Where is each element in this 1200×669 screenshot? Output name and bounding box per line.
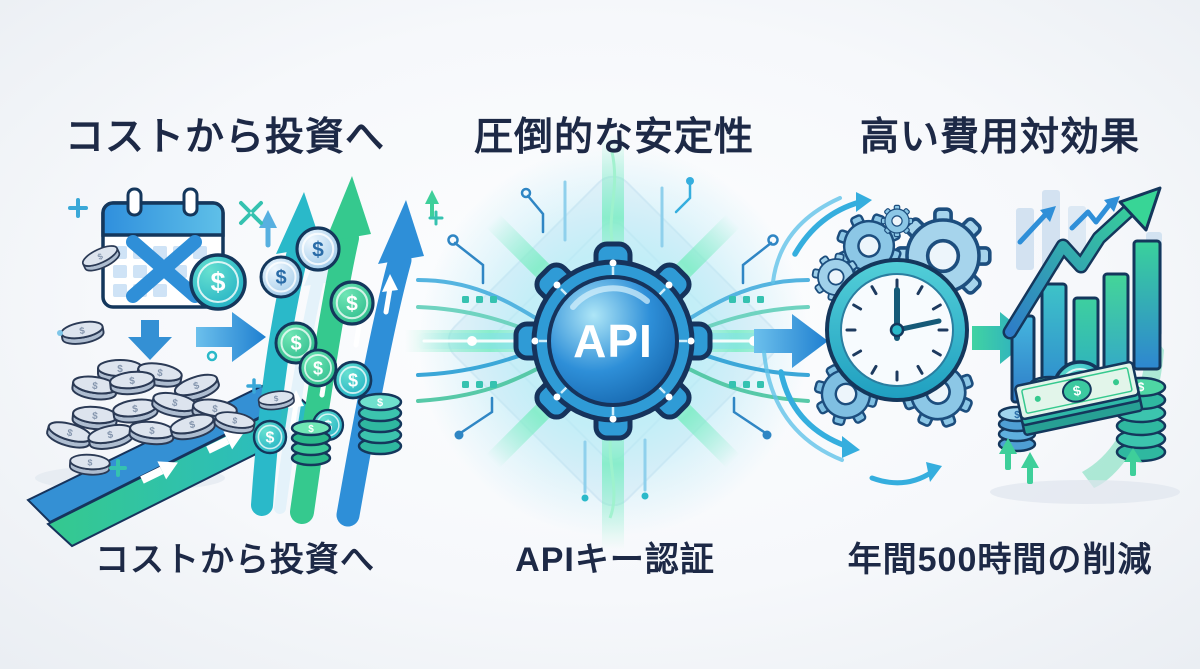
down-arrow-icon [128,320,172,360]
shadow [990,480,1180,504]
flow-arrow-icon [972,312,1032,364]
coin-dollar-label: $ [377,397,383,409]
coin-dollar-label: $ [1138,380,1145,394]
banknote-dollar-label: $ [1071,382,1082,399]
clock-icon [825,258,969,402]
up-arrow-icon [999,438,1142,484]
plus-sparkle-icon [57,198,444,477]
circuit-lines-icon [413,177,813,502]
caption-cost-to-investment: コストから投資へ [95,541,375,579]
dollar-coin-icon: $ [189,253,247,311]
left-scene: $ $ $ $ [26,176,444,548]
caption-api-key-auth: APIキー認証 [515,541,715,579]
api-label: API [573,315,653,367]
flow-arrow-icon [754,314,828,368]
trend-arrow-icon [1002,186,1162,340]
heading-cost-to-investment: コストから投資へ [64,116,385,159]
right-scene: $ $ $ [762,186,1180,504]
flow-arrow-icon [196,312,266,362]
coin-dollar-label: $ [1014,410,1020,421]
heading-cost-effectiveness: 高い費用対効果 [859,116,1140,159]
dollar-coin-icon: $ $ [252,226,375,455]
coin-dollar-label: $ [308,424,314,435]
up-arrow-icon [259,190,439,248]
caption-hours-saved: 年間500時間の削減 [847,541,1153,579]
coin-dollar-label: $ [210,267,225,297]
heading-stability: 圧倒的な安定性 [473,116,754,159]
coin-dollar-label: $ [312,238,324,261]
api-gear-icon: API [513,241,713,441]
coin-dollar-label: $ [275,267,286,289]
calendar-cancel-icon: $ [101,187,247,311]
banknote-icon: $ [1014,360,1144,436]
speed-swoosh-icon [762,192,942,486]
coin-stack-icon: $ $ [290,392,403,467]
